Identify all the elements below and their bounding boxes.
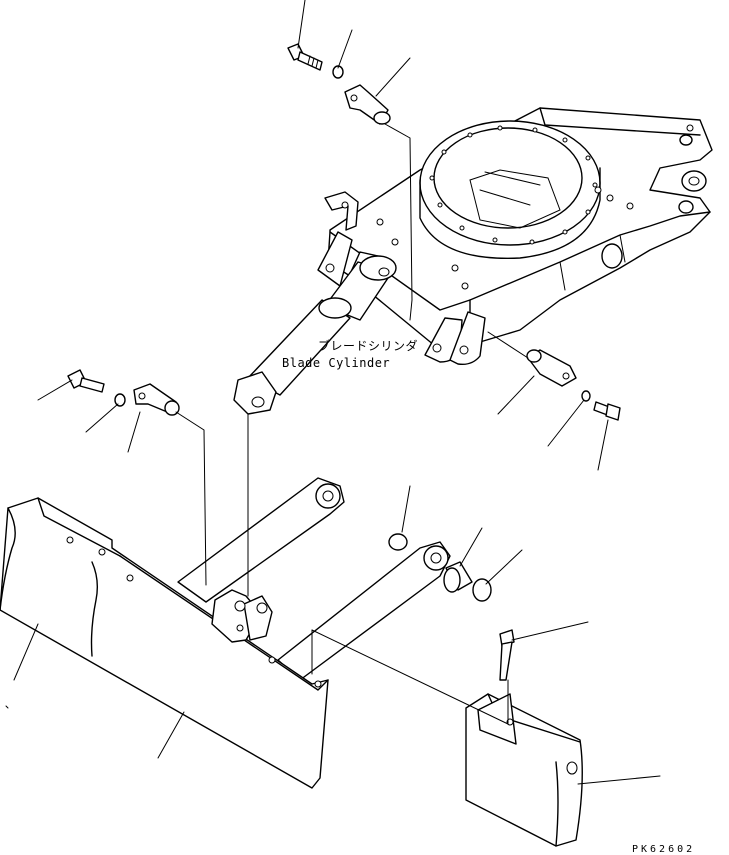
swing-bracket bbox=[317, 107, 713, 366]
seal-ring-left bbox=[388, 533, 408, 551]
ring-bolt-holes bbox=[429, 125, 598, 245]
lift-arm-left bbox=[177, 477, 345, 603]
blade-cylinder-label-en: Blade Cylinder bbox=[282, 356, 390, 370]
lift-arm-right bbox=[277, 541, 451, 681]
washer-top bbox=[332, 65, 344, 79]
assembly-guide-lines bbox=[175, 123, 529, 725]
bolt-right bbox=[593, 401, 621, 421]
bolt-left bbox=[67, 369, 105, 393]
blade-cylinder-label-jp: ブレードシリンダ bbox=[318, 338, 418, 353]
washer-left bbox=[114, 393, 126, 407]
bolt-top bbox=[287, 43, 323, 71]
blade-cylinder bbox=[233, 255, 397, 415]
washer-right bbox=[581, 390, 591, 402]
bushing bbox=[443, 561, 473, 593]
blade-side-plate bbox=[465, 693, 583, 847]
cylinder-pin-top bbox=[344, 84, 391, 125]
figure-code: PK62602 bbox=[632, 844, 695, 855]
rod-pin-left bbox=[133, 383, 180, 416]
seal-ring-right bbox=[472, 578, 492, 602]
blade bbox=[0, 497, 329, 789]
arm-pin-right bbox=[526, 349, 577, 387]
leader-lines bbox=[5, 0, 661, 785]
pin-bolt bbox=[499, 629, 515, 681]
